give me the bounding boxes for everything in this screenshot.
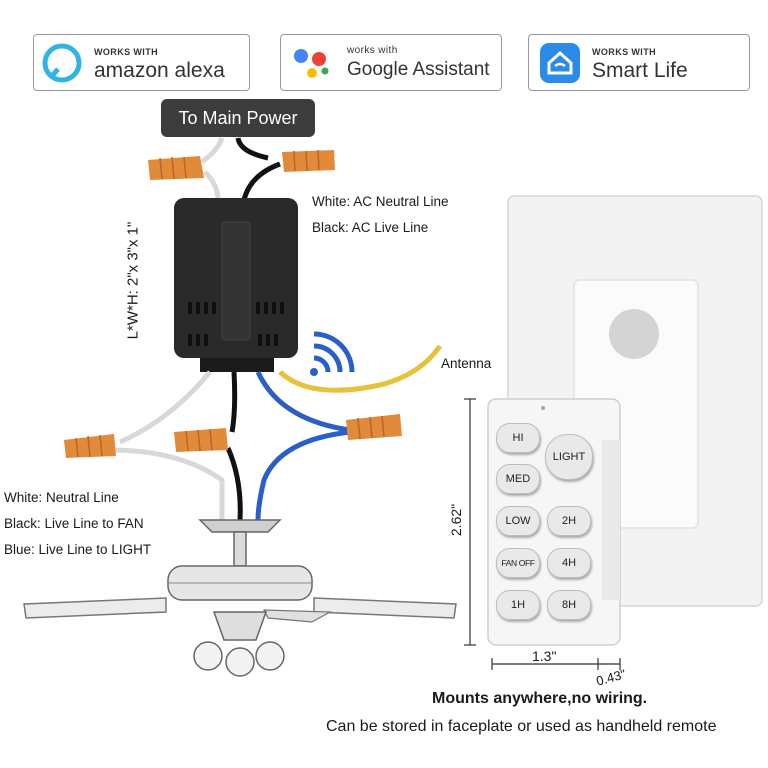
smartlife-works-with: WORKS WITH [592,47,656,57]
med-button[interactable]: MED [496,464,540,494]
bottom-white-wire-a [118,370,212,445]
light-button[interactable]: LIGHT [545,434,593,480]
4h-button-label: 4H [561,557,577,569]
bottom-black-wire-label: Black: Live Line to FAN [4,516,144,531]
smartlife-badge: WORKS WITH Smart Life [528,34,750,91]
antenna-wire [278,344,443,393]
smartlife-name: Smart Life [592,59,688,82]
main-power-label: To Main Power [161,99,315,137]
bottom-middle-wire-nut [174,428,228,452]
1h-button[interactable]: 1H [496,590,540,620]
top-black-wire-right [235,137,269,161]
med-button-label: MED [505,473,531,485]
google-badge: works with Google Assistant [280,34,502,91]
top-white-wire-left [200,137,225,164]
bottom-black-wire-a [229,371,238,433]
remote-depth-label: 0.43" [594,666,628,689]
8h-button[interactable]: 8H [547,590,591,620]
top-black-wire-label: Black: AC Live Line [312,220,429,235]
top-black-wire-down [241,161,281,201]
low-button[interactable]: LOW [496,506,540,536]
top-left-wire-nut [148,156,204,180]
caption-mounts-anywhere: Mounts anywhere,no wiring. [432,690,648,707]
2h-button[interactable]: 2H [547,506,591,536]
bottom-blue-wire-a [255,370,351,433]
alexa-works-with: WORKS WITH [94,47,158,57]
alexa-logo-icon [42,43,82,83]
bottom-blue-wire-b [255,429,351,521]
remote-height-dimension [464,398,476,646]
2h-button-label: 2H [561,515,577,527]
controller-box [174,198,298,372]
box-dimension-label: L*W*H: 2"x 3"x 1" [124,221,142,340]
remote-width-label: 1.3" [532,648,557,664]
8h-button-label: 8H [561,599,577,611]
google-name: Google Assistant [347,59,490,80]
bottom-left-wire-nut [64,434,116,458]
bottom-white-wire-label: White: Neutral Line [4,490,119,505]
alexa-name: amazon alexa [94,59,225,82]
alexa-badge: WORKS WITH amazon alexa [33,34,250,91]
wireless-signal-icon [310,331,355,376]
4h-button[interactable]: 4H [547,548,591,578]
antenna-label: Antenna [441,356,492,371]
low-button-label: LOW [505,515,531,527]
google-works-with: works with [347,45,398,56]
hi-button-label: HI [512,432,524,444]
google-assistant-logo-icon [294,49,329,78]
fan-off-button[interactable]: FAN OFF [496,548,540,578]
light-button-label: LIGHT [552,451,586,463]
caption-stored-faceplate: Can be stored in faceplate or used as ha… [326,718,717,735]
wall-faceplate [507,195,763,607]
bottom-blue-wire-label: Blue: Live Line to LIGHT [4,542,152,557]
bottom-right-wire-nut [346,414,402,440]
smart-life-logo-icon [540,43,580,83]
fan-off-button-label: FAN OFF [501,558,535,568]
top-right-wire-nut [282,149,335,172]
1h-button-label: 1H [510,599,526,611]
top-white-wire-down [203,170,221,201]
hi-button[interactable]: HI [496,423,540,453]
remote-height-label: 2.62" [448,503,465,537]
top-white-wire-label: White: AC Neutral Line [312,194,449,209]
bottom-black-wire-b [225,446,243,521]
bottom-white-wire-b [109,447,225,520]
